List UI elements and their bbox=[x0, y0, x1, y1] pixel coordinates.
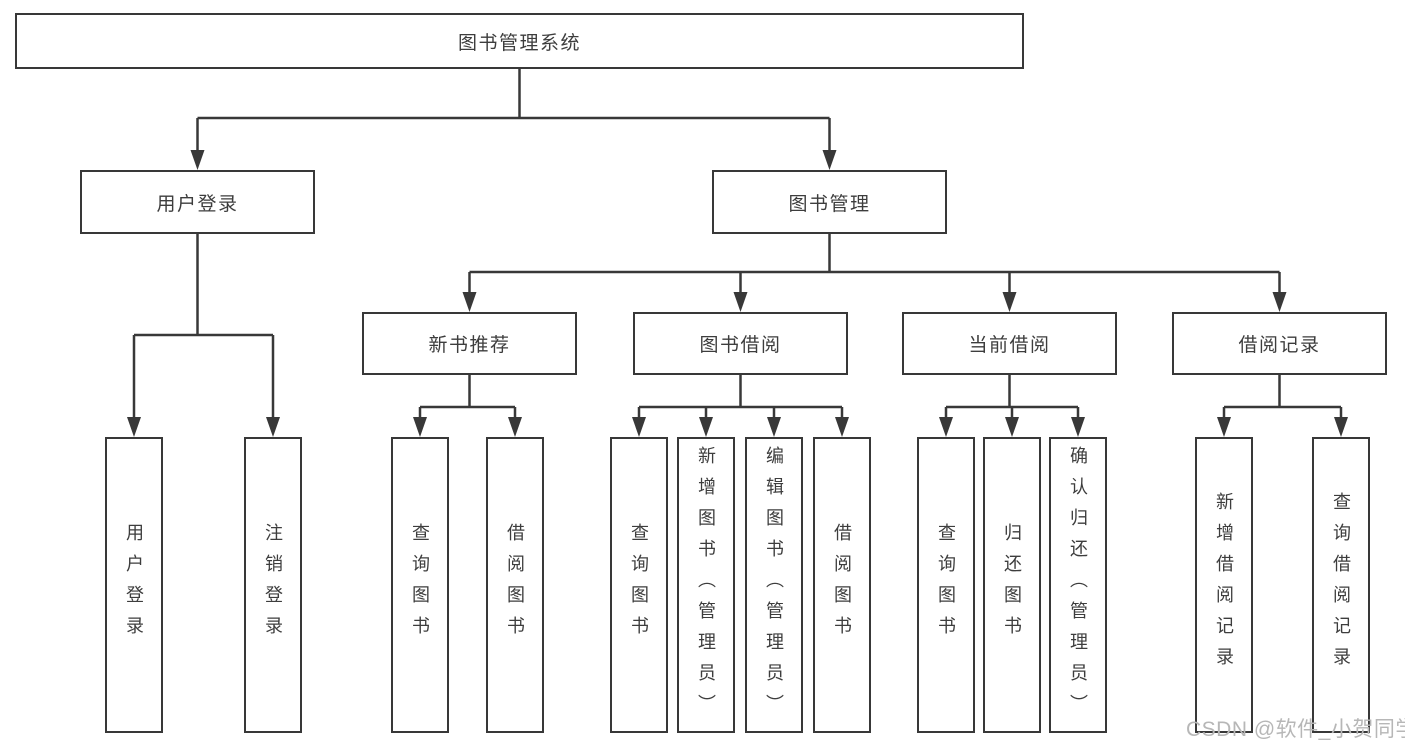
node-new-book-recommend: 新书推荐 bbox=[362, 312, 577, 375]
node-user-login-label: 用户登录 bbox=[156, 193, 239, 215]
leaf-current-query-books-label: 查询图书 bbox=[936, 523, 956, 647]
leaf-user-login-label: 用户登录 bbox=[124, 523, 144, 647]
node-current-borrow-label: 当前借阅 bbox=[968, 335, 1051, 356]
node-library-system: 图书管理系统 bbox=[15, 13, 1024, 69]
node-library-system-label: 图书管理系统 bbox=[457, 32, 581, 54]
leaf-return-books-label: 归还图书 bbox=[1002, 523, 1022, 647]
leaf-recommend-borrow-books: 借阅图书 bbox=[486, 437, 544, 733]
leaf-current-query-books: 查询图书 bbox=[917, 437, 975, 733]
leaf-confirm-return-admin: 确认归还（管理员） bbox=[1049, 437, 1107, 733]
node-book-borrow-label: 图书借阅 bbox=[699, 335, 782, 356]
leaf-borrow-books-label: 借阅图书 bbox=[832, 523, 852, 647]
leaf-recommend-borrow-books-label: 借阅图书 bbox=[505, 523, 525, 647]
leaf-borrow-books: 借阅图书 bbox=[813, 437, 871, 733]
node-book-management-label: 图书管理 bbox=[788, 193, 871, 215]
csdn-watermark: CSDN @软件_小贺同学 bbox=[1186, 718, 1405, 741]
leaf-logout-label: 注销登录 bbox=[263, 523, 283, 647]
leaf-recommend-query-books: 查询图书 bbox=[391, 437, 449, 733]
leaf-add-borrow-record: 新增借阅记录 bbox=[1195, 437, 1253, 733]
leaf-borrow-query-books-label: 查询图书 bbox=[629, 523, 649, 647]
leaf-add-books-admin-label: 新增图书（管理员） bbox=[696, 445, 716, 725]
leaf-query-borrow-record-label: 查询借阅记录 bbox=[1331, 492, 1351, 678]
leaf-add-books-admin: 新增图书（管理员） bbox=[677, 437, 735, 733]
node-current-borrow: 当前借阅 bbox=[902, 312, 1117, 375]
leaf-recommend-query-books-label: 查询图书 bbox=[410, 523, 430, 647]
leaf-return-books: 归还图书 bbox=[983, 437, 1041, 733]
node-new-book-recommend-label: 新书推荐 bbox=[428, 335, 511, 356]
node-user-login: 用户登录 bbox=[80, 170, 315, 234]
leaf-borrow-query-books: 查询图书 bbox=[610, 437, 668, 733]
leaf-user-login: 用户登录 bbox=[105, 437, 163, 733]
leaf-query-borrow-record: 查询借阅记录 bbox=[1312, 437, 1370, 733]
arrowheads bbox=[127, 150, 1348, 437]
node-book-borrow: 图书借阅 bbox=[633, 312, 848, 375]
leaf-logout: 注销登录 bbox=[244, 437, 302, 733]
leaf-edit-books-admin-label: 编辑图书（管理员） bbox=[764, 445, 784, 725]
node-borrow-records-label: 借阅记录 bbox=[1238, 335, 1321, 356]
node-book-management: 图书管理 bbox=[712, 170, 947, 234]
node-borrow-records: 借阅记录 bbox=[1172, 312, 1387, 375]
leaf-confirm-return-admin-label: 确认归还（管理员） bbox=[1068, 445, 1088, 725]
leaf-add-borrow-record-label: 新增借阅记录 bbox=[1214, 492, 1234, 678]
leaf-edit-books-admin: 编辑图书（管理员） bbox=[745, 437, 803, 733]
